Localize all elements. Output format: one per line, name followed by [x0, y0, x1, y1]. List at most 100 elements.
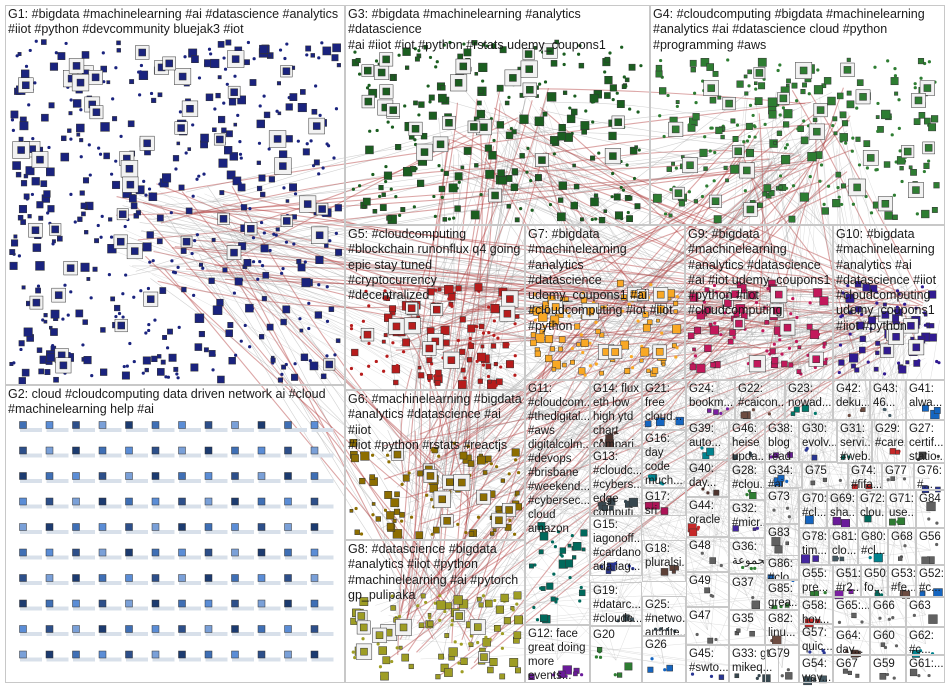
group-box-g32: G32: #micr... — [729, 500, 765, 538]
group-label-g66: G66 — [873, 599, 895, 613]
group-box-g26: G26 — [642, 636, 686, 683]
group-box-g8: G8: #datascience #bigdata #analytics #ii… — [345, 540, 525, 683]
group-label-g21: G21: free cloud... — [645, 382, 682, 424]
group-box-g4: G4: #cloudcomputing #bigdata #machinelea… — [650, 5, 945, 225]
group-box-g14: G14: flux eth low high ytd chart compari… — [590, 380, 642, 448]
group-box-g43: G43: 46... — [870, 380, 906, 420]
group-box-g70: G70: #cl... — [799, 490, 827, 528]
group-box-g68: G68 — [888, 528, 916, 565]
group-label-g64: G64: day... — [836, 629, 863, 655]
group-label-g57: G57: quic... — [802, 626, 833, 654]
group-label-g65: G65:... — [836, 599, 870, 613]
group-label-g84: G84 — [919, 492, 941, 506]
group-label-g39: G39: auto... — [689, 422, 721, 450]
group-label-g32: G32: #micr... — [732, 502, 765, 530]
group-box-g21: G21: free cloud... — [642, 380, 686, 430]
group-label-g78: G78: tim... — [802, 530, 827, 558]
group-label-g27: G27: certif... statio... — [909, 422, 945, 464]
group-label-g73: G73 — [768, 490, 790, 504]
group-label-g36: G36: مجموعة — [732, 540, 765, 568]
group-label-g29: G29: #care... — [875, 422, 906, 450]
group-label-g14: G14: flux eth low high ytd chart compari… — [593, 382, 642, 448]
group-box-g45: G45: #swto... — [686, 645, 729, 683]
group-label-g49: G49 — [689, 574, 711, 588]
group-box-g81: G81: clo... — [829, 528, 858, 565]
group-label-g24: G24: bookm... — [689, 382, 733, 410]
group-label-g71: G71: use... — [889, 492, 916, 520]
group-label-g12: G12: face great doing more events... — [528, 627, 586, 683]
group-label-g6: G6: #machinelearning #bigdata #analytics… — [348, 392, 524, 453]
group-label-g67: G67 — [836, 657, 858, 671]
group-box-g42: G42: deku... — [833, 380, 870, 420]
group-label-g51: G51: #r2... — [836, 567, 861, 595]
group-label-g13: G13: #cloudc... #cybers... edge computi.… — [593, 450, 642, 516]
group-box-g61: G61:... — [906, 655, 945, 683]
group-box-g55: G55: pre... — [799, 565, 833, 597]
group-label-g79: G79 — [768, 647, 790, 661]
group-box-g19: G19: #datarc... #cloudc... — [590, 582, 642, 626]
group-box-g34: G34: #ai — [765, 462, 802, 488]
group-box-g49: G49 — [686, 572, 729, 607]
group-label-g63: G63 — [909, 599, 931, 613]
group-label-g1: G1: #bigdata #machinelearning #ai #datas… — [8, 7, 338, 38]
group-label-g26: G26 — [645, 638, 667, 652]
group-box-g50: G50: fo... — [861, 565, 888, 597]
group-box-g71: G71: use... — [886, 490, 916, 528]
group-box-g75: G75 — [802, 462, 848, 490]
group-box-g63: G63 — [906, 597, 945, 627]
group-box-g44: G44: oracle — [686, 497, 729, 537]
group-label-g76: G76: #... — [917, 464, 942, 490]
group-label-g30: G30: evolv... — [802, 422, 837, 450]
group-label-g46: G46: heise upda... — [732, 422, 765, 462]
group-box-g17: G17: sri — [642, 488, 686, 516]
group-box-g77: G77 — [882, 462, 914, 490]
group-box-g85: G85: grea... — [765, 580, 799, 610]
group-box-g82: G82: linu... — [765, 610, 799, 645]
group-box-g25: G25: #netwo... archite... — [642, 596, 686, 636]
group-label-g25: G25: #netwo... archite... — [645, 598, 686, 636]
group-label-g23: G23: nowad... — [788, 382, 831, 410]
group-box-g57: G57: quic... — [799, 624, 833, 655]
group-box-g12: G12: face great doing more events... — [525, 625, 590, 683]
group-label-g75: G75 — [805, 464, 827, 478]
group-box-g38: G38: blog read — [765, 420, 799, 462]
group-box-g41: G41: alwa... — [906, 380, 945, 420]
group-label-g2: G2: cloud #cloudcomputing data driven ne… — [8, 387, 326, 418]
group-box-g84: G84 — [916, 490, 945, 528]
group-label-g10: G10: #bigdata #machinelearning #analytic… — [836, 227, 936, 334]
group-label-g8: G8: #datascience #bigdata #analytics #ii… — [348, 542, 518, 603]
group-label-g82: G82: linu... — [768, 612, 796, 640]
group-label-g17: G17: sri — [645, 490, 685, 516]
group-box-g51: G51: #r2... — [833, 565, 861, 597]
group-label-g16: G16: day code much... — [645, 432, 683, 488]
group-box-g22: G22: #caicon... — [735, 380, 785, 420]
group-label-g52: G52: #c... — [919, 567, 944, 595]
group-box-g58: G58: hoy... — [799, 597, 833, 624]
group-box-g3: G3: #bigdata #machinelearning #analytics… — [345, 5, 650, 225]
group-label-g86: G86: #clo... — [768, 557, 799, 580]
group-box-g39: G39: auto... — [686, 420, 729, 460]
group-label-g83: G83 — [768, 526, 790, 540]
group-label-g20: G20 — [593, 628, 615, 642]
group-box-g16: G16: day code much... — [642, 430, 686, 488]
group-box-g66: G66 — [870, 597, 906, 627]
group-box-g10: G10: #bigdata #machinelearning #analytic… — [833, 225, 945, 380]
group-box-g76: G76: #... — [914, 462, 945, 490]
group-label-g31: G31: servi... #web... — [840, 422, 872, 464]
group-label-g47: G47 — [689, 609, 711, 623]
group-box-g53: G53: #fe... — [888, 565, 916, 597]
group-label-g42: G42: deku... — [836, 382, 870, 410]
group-box-g78: G78: tim... — [799, 528, 829, 565]
group-label-g85: G85: grea... — [768, 582, 799, 610]
group-label-g5: G5: #cloudcomputing #blockchain runonflu… — [348, 227, 524, 303]
group-box-g46: G46: heise upda... — [729, 420, 765, 462]
group-box-g31: G31: servi... #web... — [837, 420, 872, 464]
group-box-g37: G37 — [729, 574, 765, 610]
group-label-g45: G45: #swto... — [689, 647, 729, 675]
group-label-g61: G61:... — [909, 657, 944, 671]
group-box-g20: G20 — [590, 626, 642, 683]
group-label-g44: G44: oracle — [689, 499, 720, 527]
group-label-g60: G60 — [873, 629, 895, 643]
group-box-g52: G52: #c... — [916, 565, 945, 597]
group-box-g69: G69: sha... — [827, 490, 857, 528]
